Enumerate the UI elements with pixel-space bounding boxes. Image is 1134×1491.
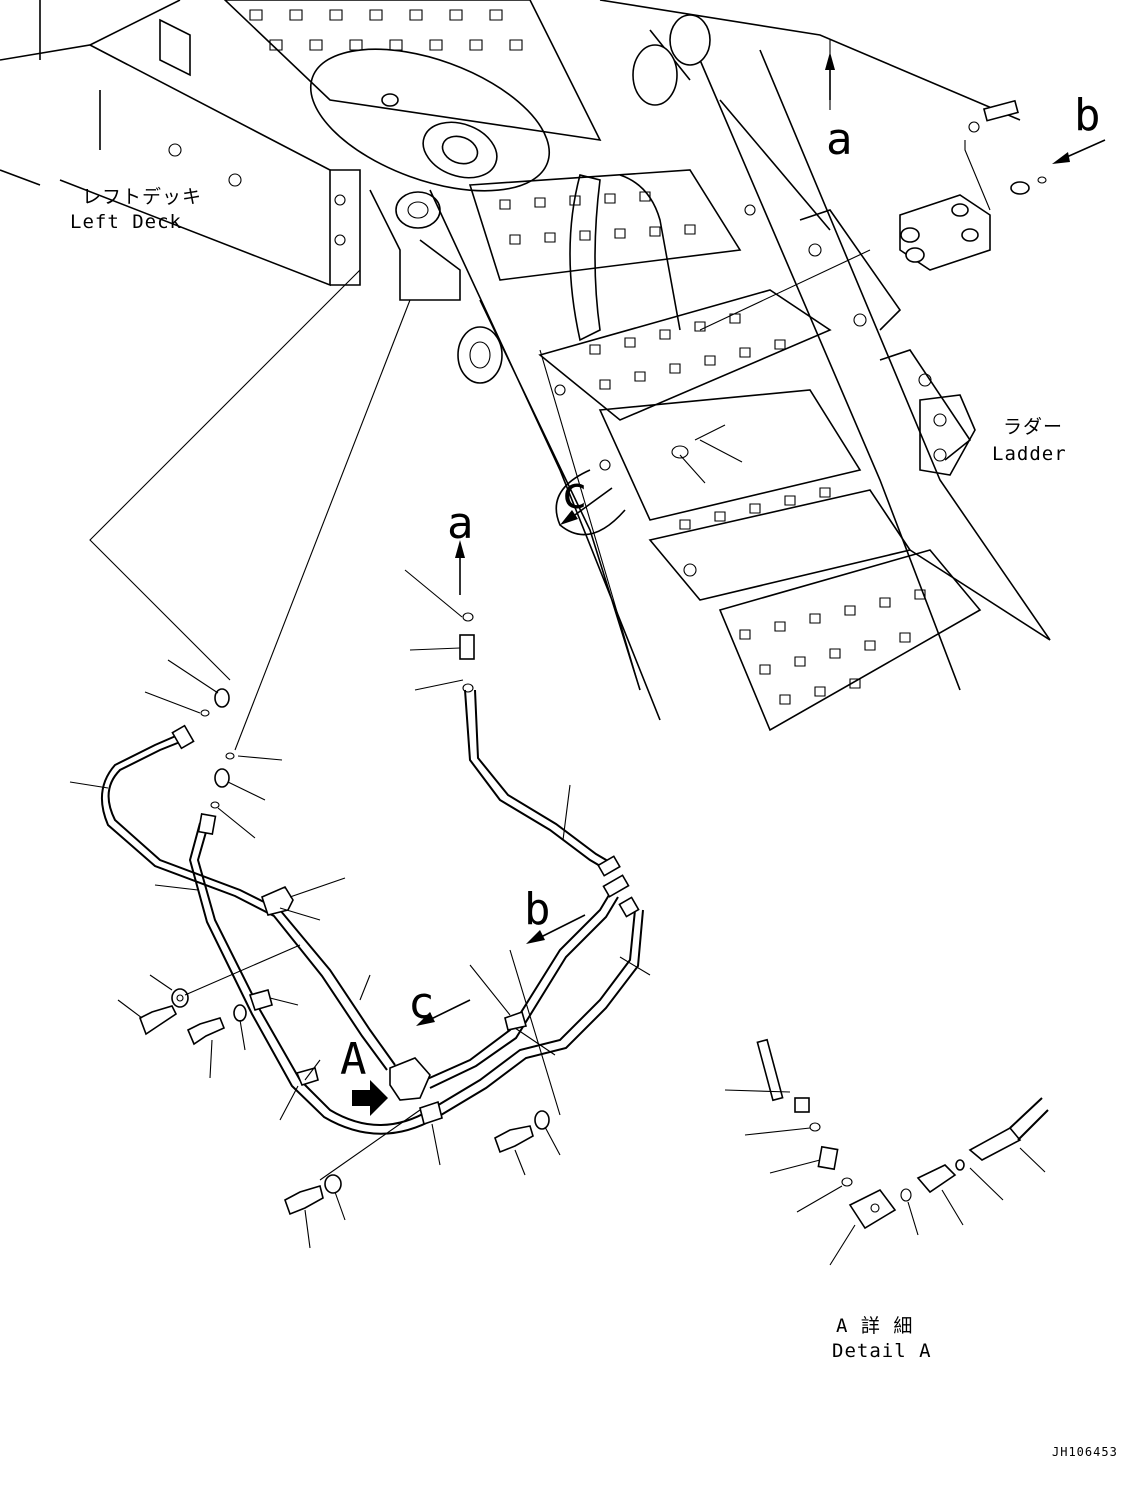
detail-a-label-jp: A 詳 細 xyxy=(836,1315,914,1337)
view-a-label: A xyxy=(340,1034,367,1085)
callout-arrows xyxy=(352,52,1106,1116)
detail-a-label-en: Detail A xyxy=(832,1340,932,1362)
detail-a-parts xyxy=(724,1038,1049,1266)
hydraulic-cylinder xyxy=(309,48,551,301)
drawing-number: JH106453 xyxy=(1052,1445,1118,1459)
left-deck-label-en: Left Deck xyxy=(70,211,182,233)
fittings-and-clamps xyxy=(138,612,640,1216)
callout-b-top: b xyxy=(1074,90,1101,141)
ladder-steps xyxy=(223,0,982,732)
callout-a-top: a xyxy=(826,114,853,165)
leader-lines-lower xyxy=(69,569,651,1249)
callout-c-top: c xyxy=(561,468,588,519)
ladder-frame xyxy=(429,0,1051,721)
ladder-label-jp: ラダー xyxy=(1003,416,1064,438)
callout-b-mid: b xyxy=(524,884,551,935)
left-deck-frame xyxy=(0,0,361,287)
ladder-label-en: Ladder xyxy=(992,443,1067,465)
callout-a-mid: a xyxy=(447,498,474,549)
leader-lines-top xyxy=(89,40,871,751)
left-deck-label-jp: レフトデッキ xyxy=(82,186,203,208)
grease-manifold xyxy=(899,99,1047,271)
callout-c-mid: c xyxy=(408,978,435,1029)
grease-hoses xyxy=(100,689,644,1135)
